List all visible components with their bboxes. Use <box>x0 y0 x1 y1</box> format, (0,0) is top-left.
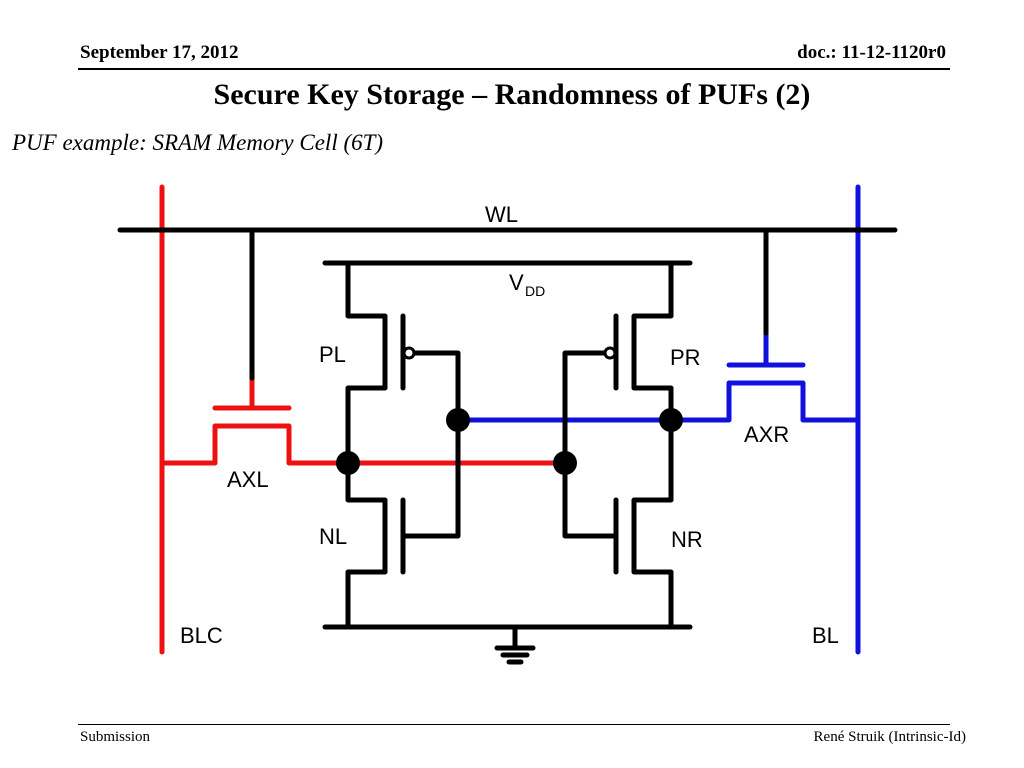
label-bl: BL <box>812 623 839 648</box>
junction-dot-left-storage <box>336 451 360 475</box>
label-wl: WL <box>485 202 518 227</box>
pr-gate-bubble <box>603 346 617 360</box>
pl-gate-bubble <box>402 346 416 360</box>
label-axr: AXR <box>744 422 789 447</box>
label-pl: PL <box>319 342 346 367</box>
label-vdd-subscript: DD <box>525 283 545 299</box>
label-axl: AXL <box>227 467 269 492</box>
slide-subtitle: PUF example: SRAM Memory Cell (6T) <box>12 130 384 155</box>
label-nl: NL <box>319 524 347 549</box>
bitline-wires <box>455 184 861 655</box>
junction-dot-left-gate <box>446 408 470 432</box>
footer-author: René Struik (Intrinsic-Id) <box>813 729 966 745</box>
junction-dot-right-gate <box>553 451 577 475</box>
label-nr: NR <box>671 527 703 552</box>
label-vdd: V <box>509 270 524 295</box>
header-divider <box>78 68 950 70</box>
slide-title: Secure Key Storage – Randomness of PUFs … <box>213 78 811 111</box>
label-pr: PR <box>670 345 701 370</box>
cell-wires <box>117 227 898 665</box>
label-blc: BLC <box>180 623 223 648</box>
header-doc-number: doc.: 11-12-1120r0 <box>797 42 946 63</box>
junction-dot-right-storage <box>659 408 683 432</box>
footer-divider <box>78 724 950 725</box>
bitline-complement-wires <box>159 184 568 655</box>
footer-submission: Submission <box>80 729 151 745</box>
header-date: September 17, 2012 <box>80 42 239 63</box>
